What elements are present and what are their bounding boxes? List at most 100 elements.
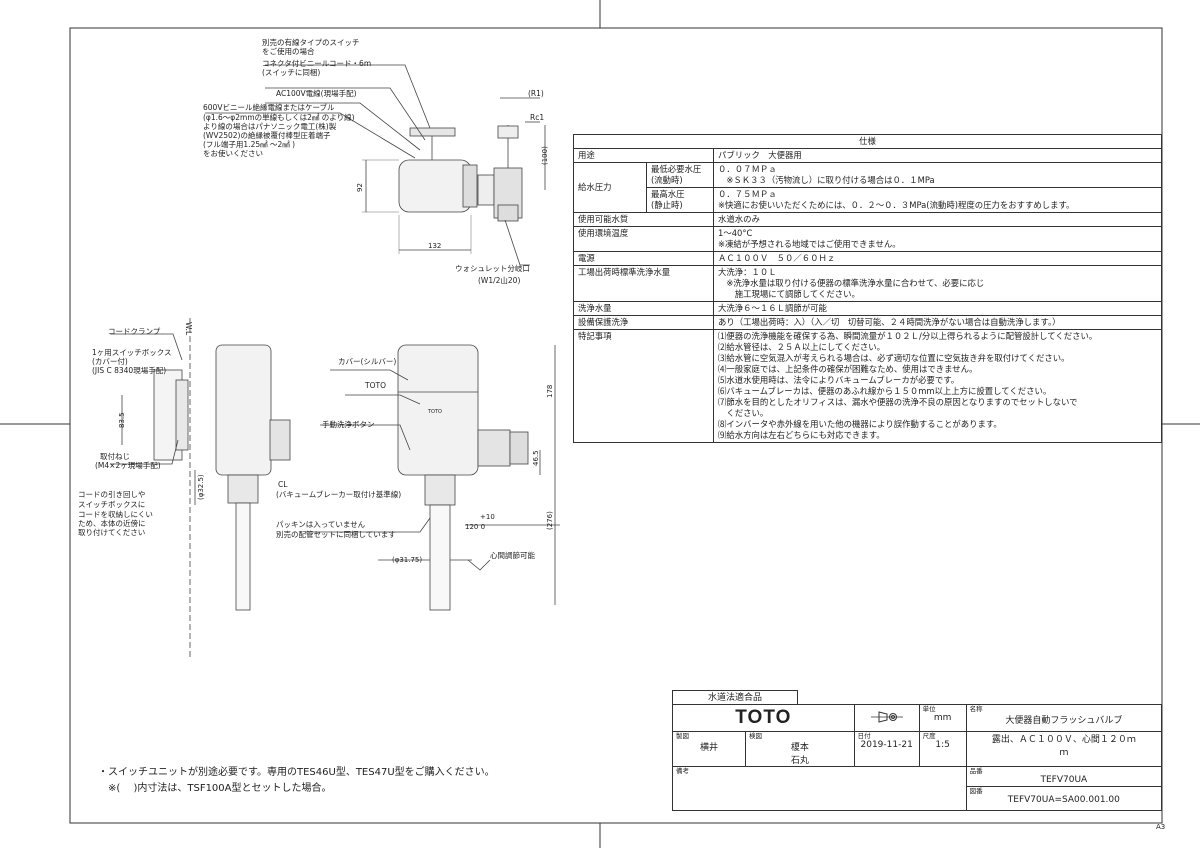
date-value: 2019-11-21 [860,740,913,750]
dim-31-75: (φ31.75) [392,556,422,564]
dim-120: 120 0 [465,523,485,531]
checker-name-2: 石丸 [790,756,809,766]
product-name-3: ｍ [1059,748,1069,758]
dim-100: (100) [541,146,549,165]
max-pressure-label: 最高水圧(静止時) [646,187,714,213]
note-item: ⑺節水を目的としたオリフィスは、漏水や便器の洗浄不良の原因となりますのでセットし… [718,397,1078,407]
connector-cord-sub: (スイッチに同梱) [262,67,320,77]
cable-note-2: (φ1.6～φ2mmの単線もしくは2㎟ のより線) [203,112,355,122]
temp-value: 1～40°C※凍結が予想される地域ではご使用できません。 [713,226,1162,252]
cable-note-5: (フル端子用1.25㎟ ～2㎟ ) [203,139,295,149]
dim-46-5: 46.5 [532,450,540,466]
factory-label: 工場出荷時標準洗浄水量 [573,265,714,302]
min-pressure-label: 最低必要水圧(流動時) [646,162,714,188]
body-logo: TOTO [427,409,442,415]
cl-label: CL [278,480,288,489]
factory-value: 大洗浄：１０Ｌ ※洗浄水量は取り付ける便器の標準洗浄水量に合わせて、必要に応じ … [713,265,1162,302]
side-view-drawing [110,318,560,660]
cord-note-5: 取り付けてください [78,527,145,537]
cord-note-4: ため、本体の近傍に [78,518,146,528]
r1-label: (R1) [528,89,544,98]
drafter-cell: 製図横井 [672,731,746,767]
washlet-thread-label: (W1/2山20) [478,275,520,285]
flush-volume-label: 洗浄水量 [573,301,714,316]
unit-value: mm [933,713,952,723]
cover-label: カバー(シルバー) [338,357,396,366]
cl-note: (バキュームブレーカー取付け基準線) [276,489,401,499]
name-sub-cell: 露出、ＡＣ１００Ｖ、心間１２０ｍ ｍ [965,731,1163,767]
min-pressure-value: ０．０７ＭＰａ ※ＳＫ３３（汚物流し）に取り付ける場合は０．１MPa [713,162,1162,188]
switch-box-cover: (カバー付) [92,356,128,366]
switch-note-line1: 別売の有線タイプのスイッチ [262,37,360,47]
top-view-drawing [205,64,546,266]
dim-276: (276) [546,511,554,530]
footer-notes: ・スイッチユニットが別途必要です。専用のTES46U型、TES47U型をご購入く… [98,765,495,797]
top-view-labels: 別売の有線タイプのスイッチ をご使用の場合 コネクタ付ビニールコード・6m (ス… [203,37,549,285]
spec-table: 仕様 用途 パブリック 大便器用 給水圧力 最低必要水圧(流動時) ０．０７ＭＰ… [573,134,1162,443]
rc1-label: Rc1 [530,113,544,122]
drafter-name: 横井 [699,743,718,753]
projection-symbol-cell [853,704,920,732]
footer-note-1: ・スイッチユニットが別途必要です。専用のTES46U型、TES47U型をご購入く… [98,767,495,778]
note-item: ⑹バキュームブレーカは、便器のあふれ線から１５０mm以上上方に設置してください。 [718,386,1052,396]
note-item: ⑶給水管に空気混入が考えられる場合は、必ず適切な位置に空気抜き弁を取付けてくださ… [718,353,1070,363]
checker-cell: 検図榎本石丸 [745,731,855,767]
note-item: ⑷一般家庭では、上記条件の確保が困難なため、使用はできません。 [718,364,978,374]
ac-wire-label: AC100V電線(現場手配) [276,88,357,98]
notes-label: 特記事項 [573,329,714,443]
note-item: ⑼給水方向は左右どちらにも対応できます。 [718,430,885,440]
temp-label: 使用環境温度 [573,226,714,252]
connector-cord-label: コネクタ付ビニールコード・6m [262,58,371,68]
cord-clamp-label: コードクランプ [108,327,161,336]
note-item: ⑻インバータや赤外線を用いた他の機器により誤作動することがあります。 [718,419,1002,429]
brand-cell: TOTO [672,704,855,732]
switch-box-label: 1ヶ用スイッチボックス [92,348,172,357]
dim-178: 178 [546,385,554,398]
note-item: ください。 [718,408,769,418]
water-value: 水道水のみ [713,212,1162,227]
switch-note-line2: をご使用の場合 [262,46,315,56]
note-item: ⑴便器の洗浄機能を確保する為、瞬間流量が１０２Ｌ/分以上得られるように配管設計し… [718,331,1098,341]
drawing-number: TEFV70UA=SA00.001.00 [1007,795,1120,805]
cable-note-4: (WV2502)の絶縁被覆付棒型圧着端子 [203,130,331,140]
projection-symbol-icon [870,710,903,723]
power-value: ＡＣ１００Ｖ ５０／６０Ｈｚ [713,251,1162,266]
packing-note-2: 別売の配管セットに同梱しています [276,529,396,539]
sheet-size-label: A3 [1156,823,1166,831]
scale-value: 1:5 [935,740,950,750]
dim-92: 92 [356,183,364,192]
manual-button-label: 手動洗浄ボタン [322,419,375,429]
switch-box-std: (JIS C 8340現場手配) [92,365,166,375]
product-name-2: 露出、ＡＣ１００Ｖ、心間１２０ｍ [991,735,1136,745]
note-item: ⑸水道水使用時は、法令によりバキュームブレーカが必要です。 [718,375,960,385]
washlet-port-label: ウォシュレット分岐口 [455,263,530,273]
flush-volume-value: 大洗浄６～１６Ｌ調節が可能 [713,301,1162,316]
side-view-labels: W.L コードクランプ 1ヶ用スイッチボックス (カバー付) (JIS C 83… [78,322,554,564]
max-pressure-value: ０．７５ＭＰａ※快適にお使いいただくためには、０．２～０．３MPa(流動時)程度… [713,187,1162,213]
notes-list: ⑴便器の洗浄機能を確保する為、瞬間流量が１０２Ｌ/分以上得られるように配管設計し… [713,329,1162,443]
spec-header: 仕様 [573,134,1162,149]
usage-label: 用途 [573,148,714,163]
packing-note-1: パッキンは入っていません [276,520,366,529]
checker-name-1: 榎本 [790,743,809,753]
pressure-label: 給水圧力 [573,162,647,213]
product-name: 大便器自動フラッシュバルブ [1005,716,1123,726]
footer-note-2: ※( )内寸法は、TSF100A型とセットした場合。 [98,783,332,794]
part-number: TEFV70UA [1040,775,1088,785]
remarks-cell: 備考 [672,766,967,811]
brand-logo: TOTO [735,707,792,728]
dim-83-5: 83.5 [118,412,126,428]
screw-spec: (M4×2ヶ現場手配) [95,460,161,470]
cable-note-1: 600Vビニール絶縁電線またはケーブル [203,102,335,112]
cord-note-3: コードを収納しにくい [78,509,153,519]
power-label: 電源 [573,251,714,266]
protect-label: 設備保護洗浄 [573,315,714,330]
